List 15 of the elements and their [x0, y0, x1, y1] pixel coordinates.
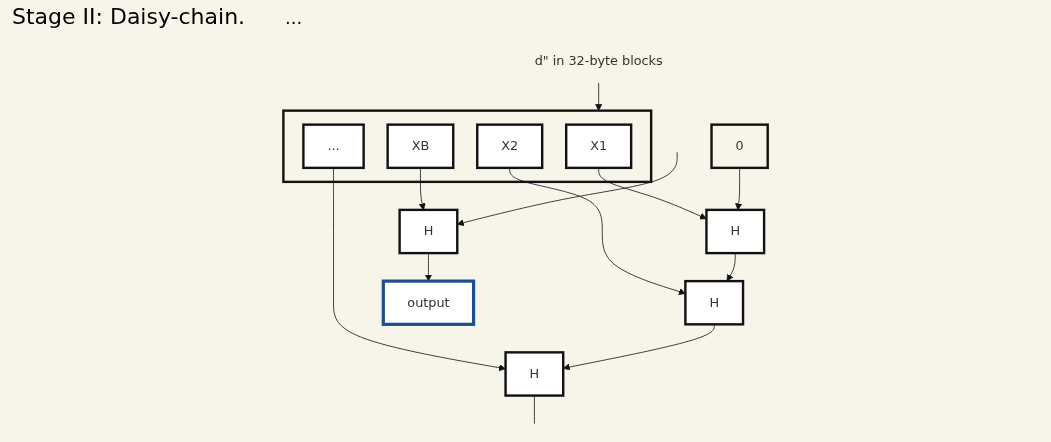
node-box: H	[398, 208, 459, 255]
node-box: H	[684, 279, 745, 326]
cluster	[282, 109, 653, 184]
node-text: d" in 32-byte blocks	[534, 53, 663, 69]
node-box: X1	[564, 123, 633, 170]
diagram-title: Stage II: Daisy-chain.	[12, 4, 246, 29]
node-box: ...	[302, 123, 365, 170]
ellipsis-note: ...	[285, 7, 303, 28]
node-box: 0	[710, 123, 769, 170]
connector	[533, 395, 535, 424]
node-box: H	[504, 351, 565, 397]
node-box: XB	[386, 123, 455, 170]
node-box: output	[381, 279, 476, 326]
node-box: H	[705, 208, 766, 255]
node-box: X2	[476, 123, 544, 170]
